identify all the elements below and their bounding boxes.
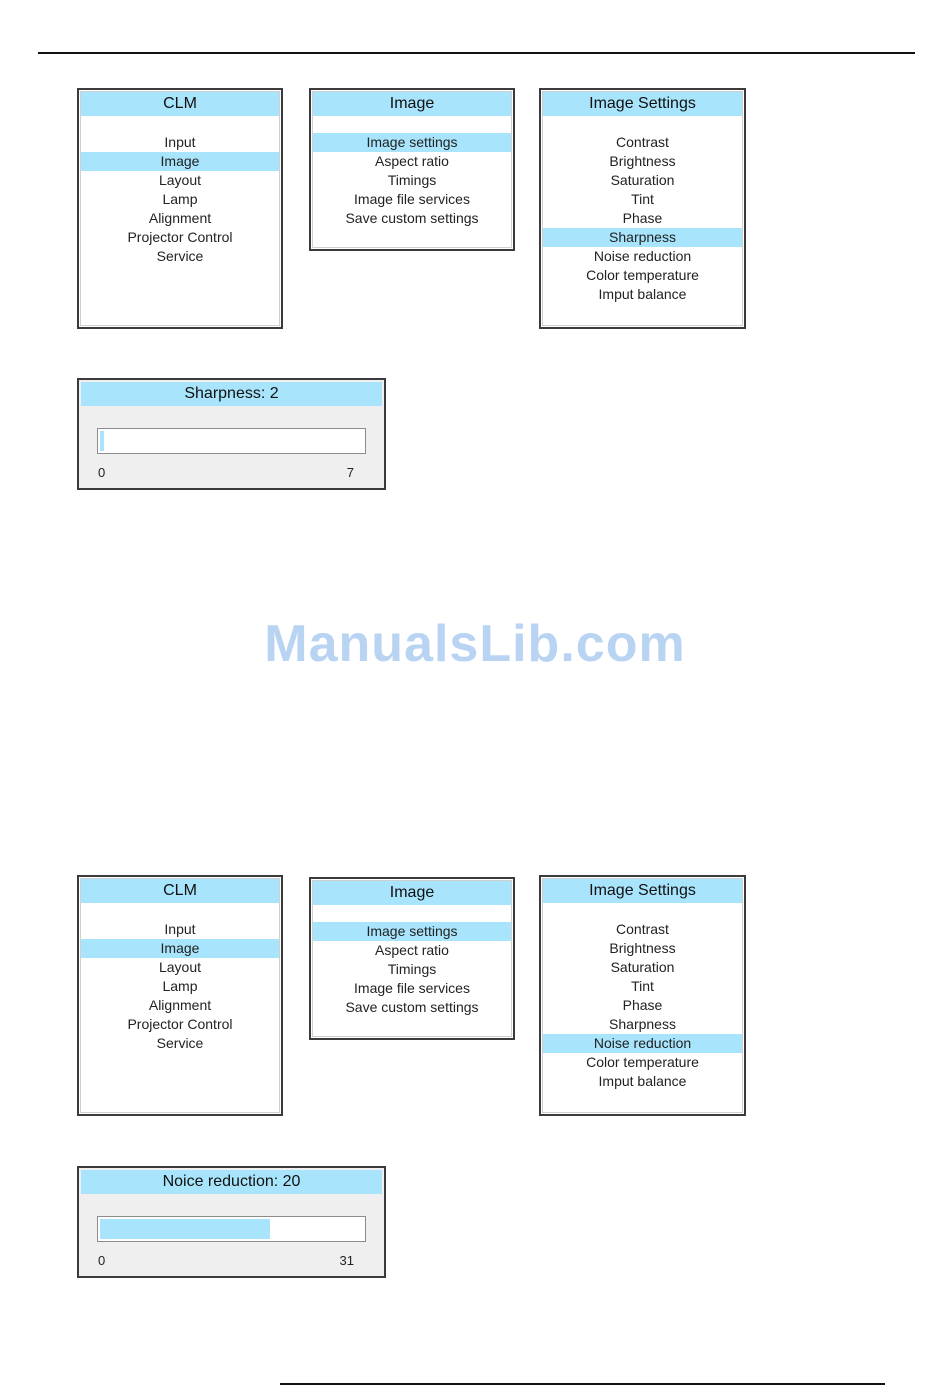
slider-min-label: 0 [98,1253,106,1268]
menu-item[interactable]: Lamp [162,191,198,207]
menu-item[interactable]: Projector Control [127,229,233,245]
menu-item[interactable]: Phase [622,997,663,1013]
menu-item[interactable]: Imput balance [598,286,687,302]
menu-item[interactable]: Lamp [162,978,198,994]
menu-item[interactable]: Image file services [354,191,470,207]
clm-menu-title: CLM [81,92,279,116]
menu-item[interactable]: Service [156,248,204,264]
menu-item[interactable]: Save custom settings [345,999,479,1015]
slider-track[interactable] [97,1216,366,1242]
menu-item[interactable]: Noise reduction [543,1034,742,1053]
menu-item[interactable]: Tint [631,978,654,994]
bottom-rule [280,1383,885,1385]
slider-title: Noice reduction: 20 [81,1170,382,1194]
slider-fill [100,1219,270,1239]
menu-item[interactable]: Saturation [610,959,675,975]
menu-item[interactable]: Contrast [616,134,669,150]
menu-item[interactable]: Service [156,1035,204,1051]
image-menu-title: Image [313,92,511,116]
menu-item[interactable]: Image file services [354,980,470,996]
menu-item[interactable]: Brightness [609,940,676,956]
menu-item[interactable]: Alignment [148,210,212,226]
slider-track[interactable] [97,428,366,454]
menu-item[interactable]: Timings [387,172,437,188]
menu-item[interactable]: Color temperature [586,267,699,283]
noise-reduction-slider-dialog: Noice reduction: 20 0 31 [77,1166,386,1278]
menu-item[interactable]: Layout [158,172,202,188]
menu-item[interactable]: Save custom settings [345,210,479,226]
menu-item[interactable]: Image settings [313,922,511,941]
menu-item[interactable]: Timings [387,961,437,977]
watermark: ManualsLib.com [264,615,686,673]
menu-item[interactable]: Brightness [609,153,676,169]
menu-item[interactable]: Noise reduction [593,248,692,264]
sharpness-slider-dialog: Sharpness: 2 0 7 [77,378,386,490]
image-menu-title: Image [313,881,511,905]
top-rule [38,52,915,54]
menu-item[interactable]: Layout [158,959,202,975]
slider-min-label: 0 [98,465,106,480]
menu-item[interactable]: Projector Control [127,1016,233,1032]
menu-item[interactable]: Input [164,921,196,937]
menu-item[interactable]: Image settings [313,133,511,152]
menu-item[interactable]: Saturation [610,172,675,188]
slider-max-label: 31 [339,1253,354,1268]
menu-item[interactable]: Aspect ratio [375,942,449,958]
slider-fill [100,431,104,451]
menu-item[interactable]: Input [164,134,196,150]
slider-title: Sharpness: 2 [81,382,382,406]
menu-item[interactable]: Aspect ratio [375,153,449,169]
menu-item[interactable]: Imput balance [598,1073,687,1089]
clm-menu-title: CLM [81,879,279,903]
menu-item[interactable]: Tint [631,191,654,207]
image-settings-title: Image Settings [543,92,742,116]
menu-item[interactable]: Contrast [616,921,669,937]
menu-item[interactable]: Color temperature [586,1054,699,1070]
image-settings-title: Image Settings [543,879,742,903]
menu-item[interactable]: Image [81,152,279,171]
slider-max-label: 7 [346,465,354,480]
menu-item[interactable]: Image [81,939,279,958]
menu-item[interactable]: Sharpness [609,1016,676,1032]
menu-item[interactable]: Alignment [148,997,212,1013]
menu-item[interactable]: Phase [622,210,663,226]
menu-item[interactable]: Sharpness [543,228,742,247]
